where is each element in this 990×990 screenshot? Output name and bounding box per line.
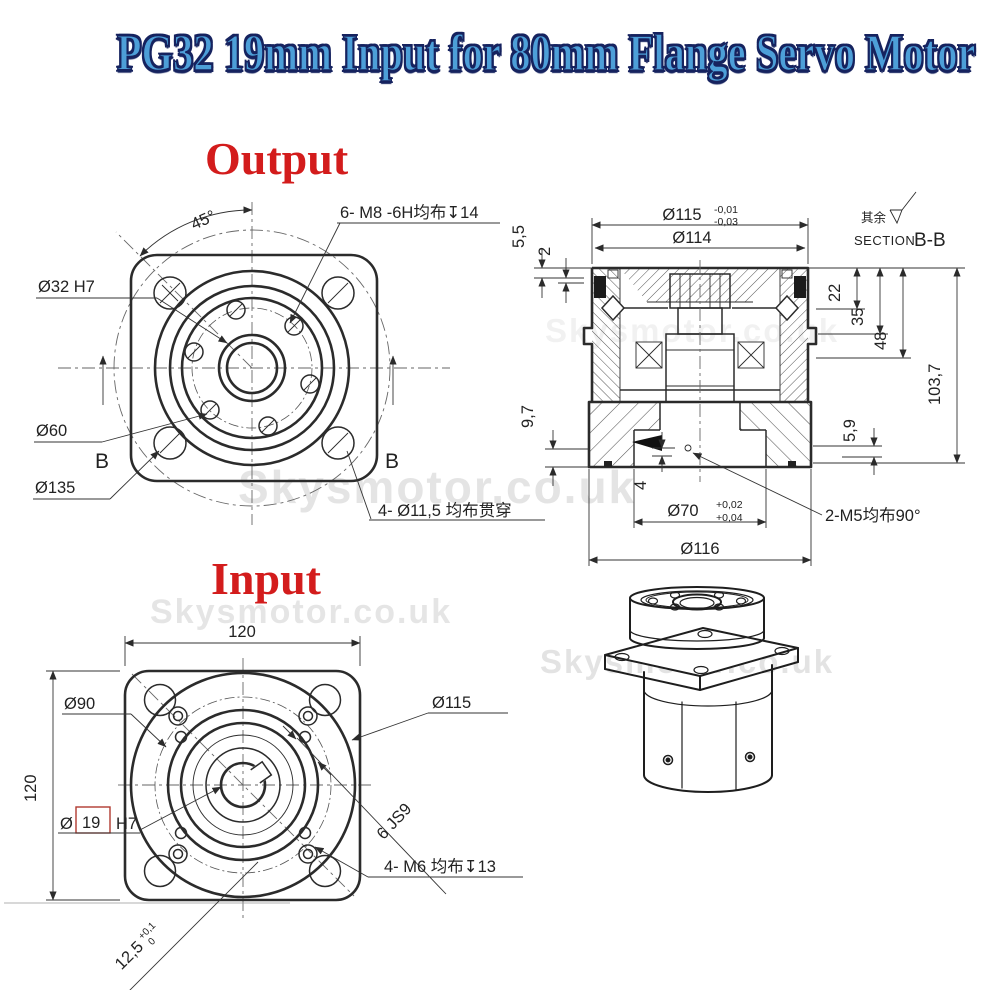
output-bore-dim: Ø32 H7 (36, 278, 228, 344)
dim-d135: Ø135 (35, 479, 75, 497)
dim-d114: Ø114 (672, 229, 711, 247)
dim-depth-tol-lo: 0 (146, 936, 158, 948)
product-output-hub (629, 586, 765, 650)
dim-5-5: 5,5 (510, 225, 528, 248)
dim-keyway: 6 JS9 (373, 800, 415, 843)
product-flange (604, 627, 799, 691)
output-view-drawing: 45° 6- M8 -6H均布↧14 Ø32 H7 Ø60 Ø135 B (33, 202, 545, 525)
dim-d115-input: Ø115 (432, 694, 471, 712)
output-corner-holes (153, 276, 355, 460)
dim-120-top: 120 (228, 623, 256, 641)
output-bolt-holes (184, 300, 320, 436)
dim-5-9: 5,9 (841, 419, 859, 442)
input-screw-note: 4- M6 均布↧13 (314, 846, 523, 878)
dim-bore-fit: H7 (116, 815, 137, 833)
dim-2: 2 (536, 247, 554, 256)
output-bottom-note: 4- Ø11,5 均布贯穿 (346, 450, 545, 521)
section-caption-prefix: SECTION (854, 233, 915, 248)
section-dimensions: Ø115 -0,01 -0,03 Ø114 5,5 2 22 35 48 (510, 204, 965, 566)
note-m8-holes: 6- M8 -6H均布↧14 (340, 203, 479, 222)
dim-d60: Ø60 (36, 422, 67, 440)
dim-bore-size: 19 (82, 814, 100, 832)
dim-d116: Ø116 (680, 540, 719, 558)
dim-9-7: 9,7 (519, 405, 537, 428)
output-boltcircle-dim: Ø60 (34, 412, 208, 443)
dim-bore-prefix: Ø (60, 815, 73, 833)
note-corner-holes: 4- Ø11,5 均布贯穿 (378, 501, 512, 520)
section-caption-ref: B-B (914, 230, 946, 251)
dim-120-left: 120 (22, 774, 40, 802)
dim-35: 35 (849, 308, 867, 326)
section-letter-left: B (95, 450, 109, 473)
surface-finish-note: 其余 (861, 210, 887, 225)
input-bore-dim: Ø 19 H7 (58, 786, 222, 834)
dim-48: 48 (872, 332, 890, 350)
page-title: PG32 19mm Input for 80mm Flange Servo Mo… (116, 24, 976, 83)
dim-d70-tol-lo: +0,04 (716, 512, 743, 524)
dim-d90: Ø90 (64, 695, 95, 713)
dim-d115: Ø115 (662, 206, 701, 224)
input-depth-dim: 12,5 +0,1 0 (4, 861, 290, 990)
product-lower-body (643, 664, 773, 793)
section-letter-right: B (385, 450, 399, 473)
section-caption: SECTION B-B 其余 (854, 191, 946, 251)
output-flange-outline (129, 253, 379, 483)
dim-d70-tol-hi: +0,02 (716, 499, 743, 511)
dim-d115-tol-hi: -0,01 (714, 204, 738, 216)
dim-d70: Ø70 (667, 502, 698, 520)
output-view-label: Output (205, 133, 349, 184)
shaft-keyway (250, 760, 273, 784)
output-flange-dim: Ø135 (33, 450, 160, 500)
dim-d115-tol-lo: -0,03 (714, 216, 738, 228)
input-view-label: Input (211, 553, 321, 604)
dim-bore-32: Ø32 H7 (38, 278, 95, 296)
product-isometric-drawing (604, 586, 799, 793)
input-width-dim: 120 (124, 623, 361, 666)
output-centerlines (58, 202, 450, 525)
section-view-drawing: Ø115 -0,01 -0,03 Ø114 5,5 2 22 35 48 (510, 191, 965, 566)
dim-22: 22 (826, 284, 844, 302)
input-d90-dim: Ø90 (62, 695, 167, 748)
input-view-drawing: 120 120 Ø90 Ø115 Ø 19 H7 (4, 623, 523, 990)
dim-45deg: 45° (188, 207, 218, 234)
input-centerlines (118, 658, 372, 920)
dim-depth-12-5: 12,5 (112, 938, 147, 973)
output-section-arrows: B B (95, 355, 399, 473)
input-d115-dim: Ø115 (351, 694, 508, 741)
input-clamp-screws (168, 706, 318, 864)
output-top-note: 6- M8 -6H均布↧14 (289, 203, 500, 324)
section-cut-body (582, 260, 818, 482)
dim-103-7: 103,7 (926, 364, 944, 405)
note-m5-threads: 2-M5均布90° (825, 506, 921, 525)
input-flange-outline (123, 669, 362, 902)
dim-4: 4 (632, 481, 650, 490)
surface-finish-icon (889, 191, 917, 225)
input-height-dim: 120 (22, 670, 120, 901)
output-angle-dim: 45° (139, 206, 253, 257)
input-corner-holes (143, 683, 342, 888)
note-m6-screws: 4- M6 均布↧13 (384, 857, 496, 876)
